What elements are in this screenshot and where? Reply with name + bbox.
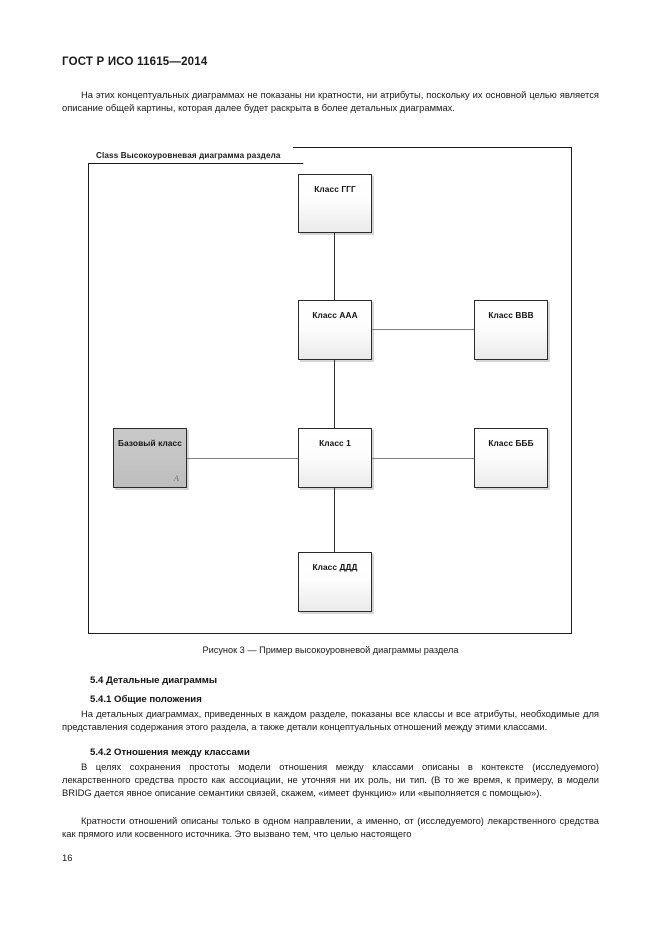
class-name-c1: Класс 1 [319, 438, 351, 448]
association-ggg-aaa [334, 233, 336, 300]
class-name-aaa: Класс ААА [312, 310, 358, 320]
paragraph-5-4-1: На детальных диаграммах, приведенных в к… [62, 708, 599, 733]
association-c1-ddd [334, 488, 336, 552]
figure-caption: Рисунок 3 — Пример высокоуровневой диагр… [202, 645, 459, 655]
class-box-bbb[interactable]: Класс БББ [474, 428, 548, 488]
class-name-ggg: Класс ГГГ [314, 184, 356, 194]
class-box-ddd[interactable]: Класс ДДД [298, 552, 372, 612]
uml-diagram-frame: Class Высокоуровневая диаграмма раздела … [88, 147, 572, 634]
abstract-marker: A [173, 473, 179, 483]
running-head: ГОСТ Р ИСО 11615—2014 [62, 56, 208, 68]
paragraph-5-4-3: Кратности отношений описаны только в одн… [62, 815, 599, 840]
heading-5-4-2: 5.4.2 Отношения между классами [90, 747, 250, 758]
class-name-bbb: Класс БББ [488, 438, 534, 448]
association-aaa-c1 [334, 360, 336, 428]
class-box-c1[interactable]: Класс 1 [298, 428, 372, 488]
page-number: 16 [62, 852, 73, 863]
class-name-vvv: Класс ВВВ [488, 310, 534, 320]
intro-paragraph: На этих концептуальных диаграммах не пок… [62, 89, 599, 114]
heading-5-4-1: 5.4.1 Общие положения [90, 694, 202, 705]
association-aaa-vvv [372, 329, 474, 331]
association-c1-bbb [372, 458, 474, 460]
class-box-ggg[interactable]: Класс ГГГ [298, 174, 372, 233]
class-box-vvv[interactable]: Класс ВВВ [474, 300, 548, 360]
class-box-base[interactable]: Базовый класс A [113, 428, 187, 488]
uml-frame-label: Class Высокоуровневая диаграмма раздела [88, 147, 304, 164]
paragraph-5-4-2: В целях сохранения простоты модели отнош… [62, 761, 599, 799]
heading-5-4: 5.4 Детальные диаграммы [90, 675, 218, 686]
class-box-aaa[interactable]: Класс ААА [298, 300, 372, 360]
class-name-ddd: Класс ДДД [312, 562, 358, 572]
association-base-c1 [187, 458, 298, 460]
class-name-base: Базовый класс [118, 438, 182, 448]
